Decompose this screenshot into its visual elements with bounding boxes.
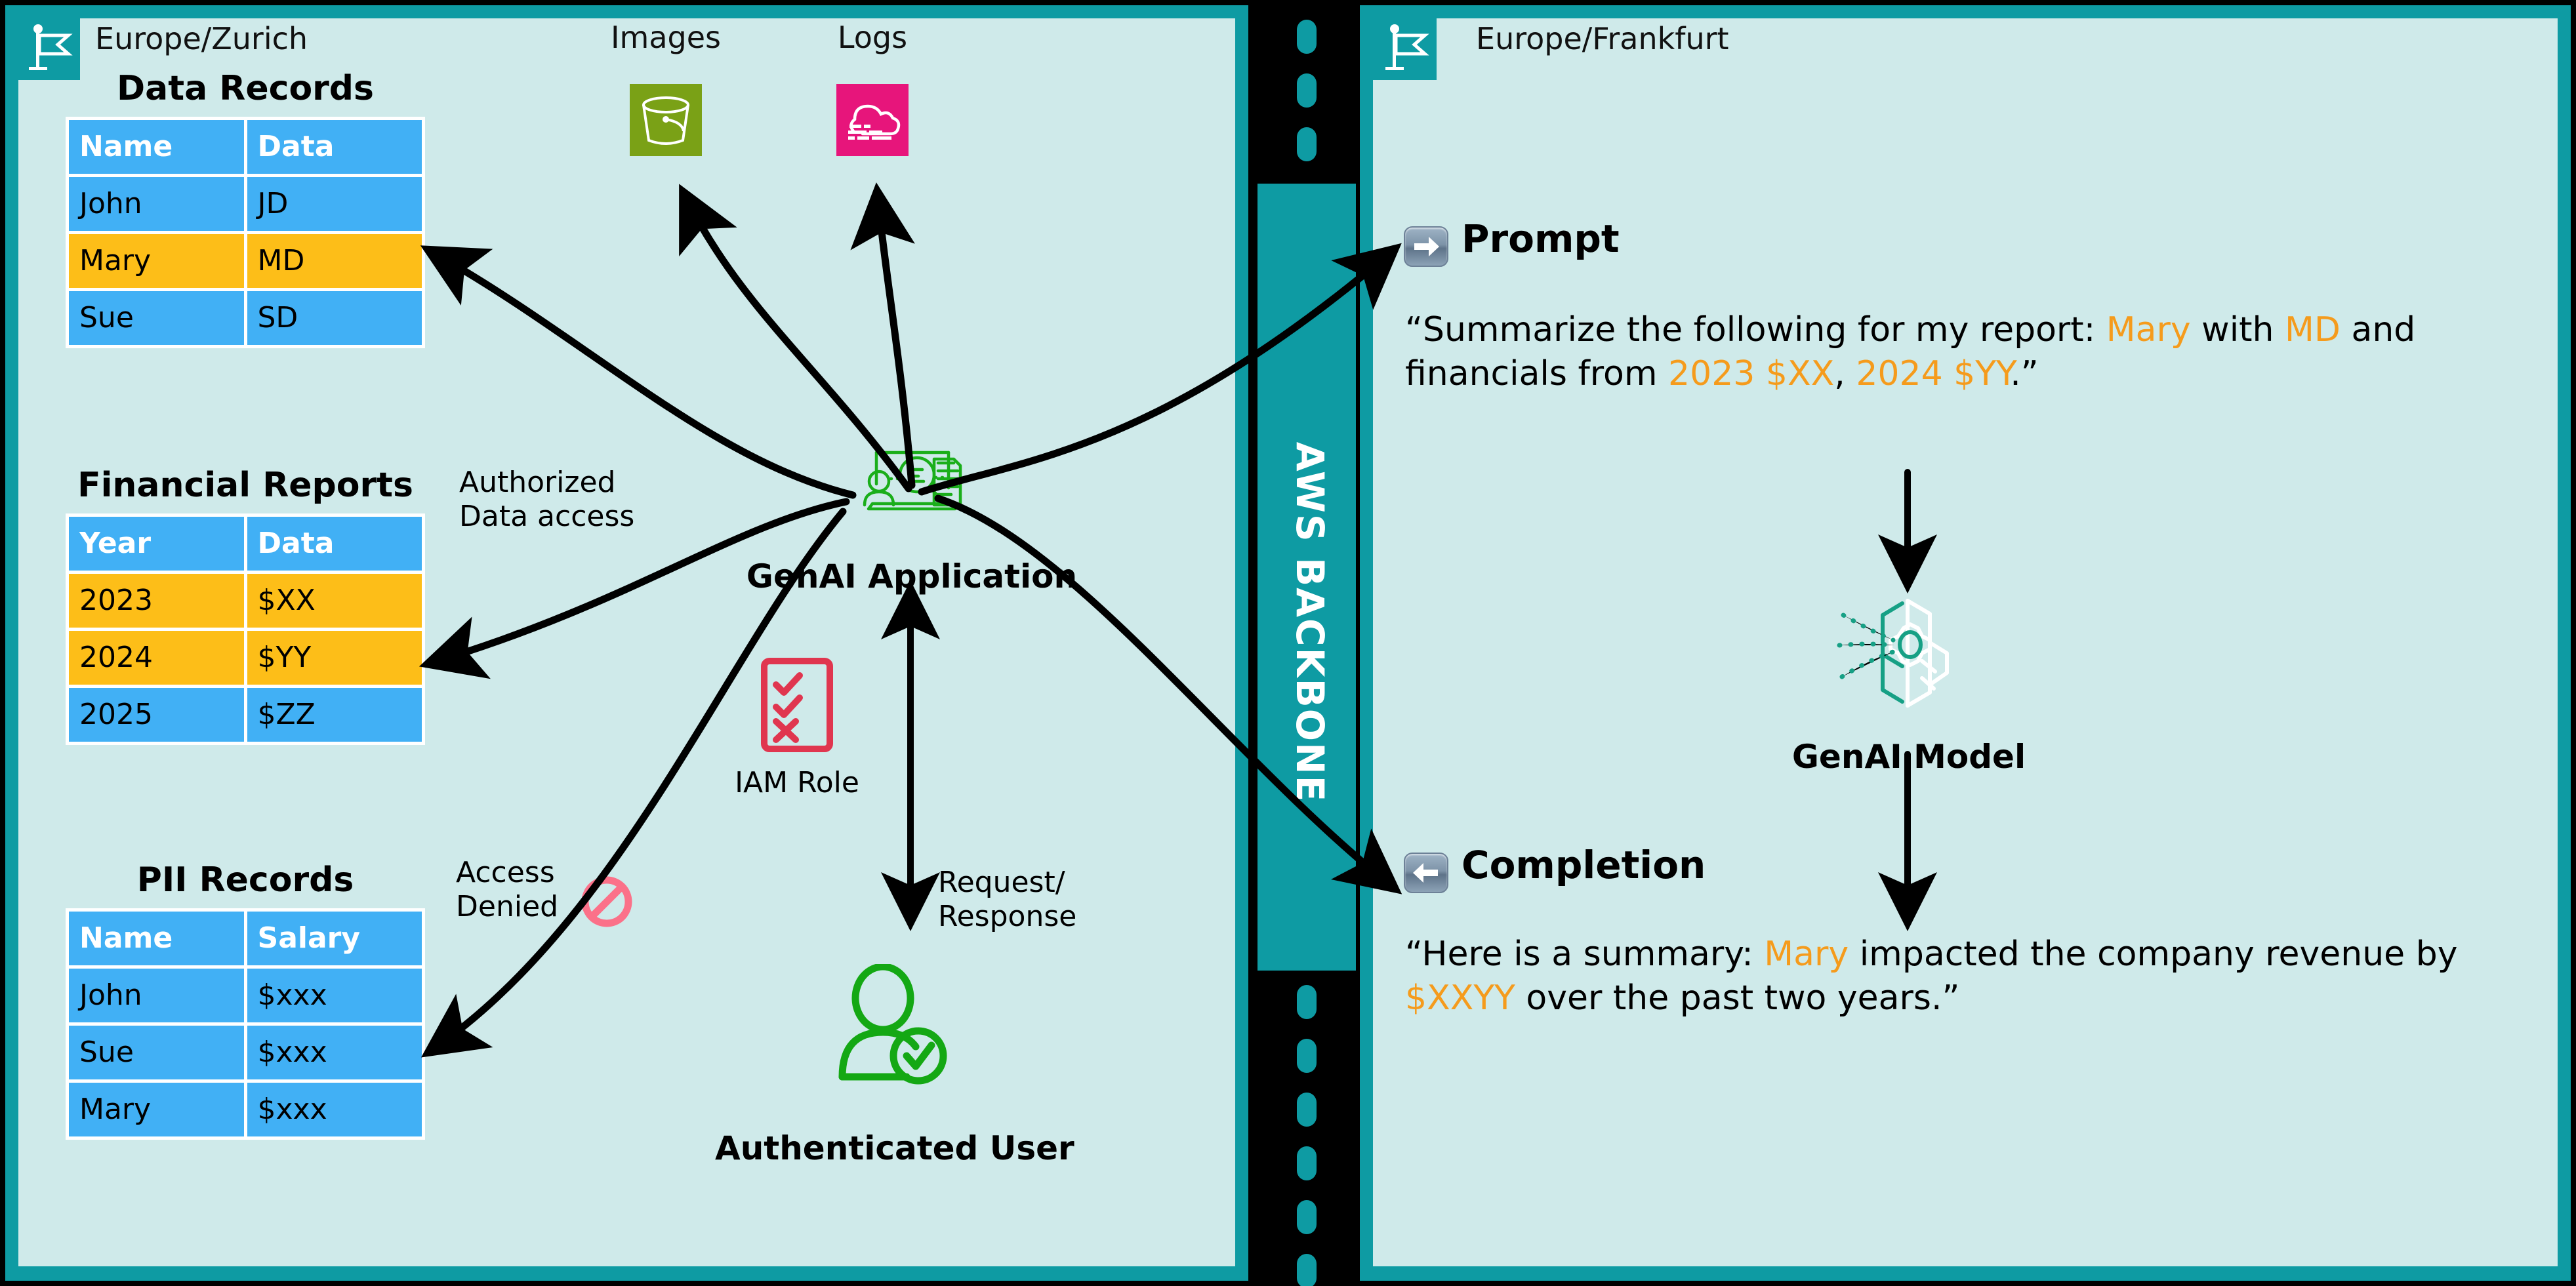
prompt-title: Prompt	[1462, 216, 1620, 261]
table-header-cell: Data	[247, 517, 422, 571]
service-label-iam-role: IAM Role	[735, 766, 859, 799]
s3-bucket-icon	[630, 84, 702, 156]
text-fragment: ,	[1834, 353, 1856, 393]
table-cell: Sue	[69, 291, 244, 345]
table-cell: $ZZ	[247, 688, 422, 742]
table-title-data-records: Data Records	[117, 69, 374, 108]
table-cell: 2025	[69, 688, 244, 742]
text-fragment: “Summarize the following for my report:	[1405, 310, 2106, 350]
table-header-cell: Year	[69, 517, 244, 571]
text-fragment: with	[2190, 310, 2285, 350]
table-header-cell: Name	[69, 912, 244, 965]
text-fragment: and financials from	[1405, 310, 2416, 393]
text-fragment: .”	[2010, 353, 2039, 393]
authenticated-user-icon	[833, 963, 948, 1088]
table-cell: $XX	[247, 574, 422, 628]
highlighted-token: Mary	[1764, 934, 1849, 974]
completion-title: Completion	[1462, 843, 1706, 887]
annotation-access-denied: Access Denied	[456, 856, 559, 923]
text-fragment: over the past two years.”	[1515, 978, 1960, 1018]
table-cell: $xxx	[247, 969, 422, 1022]
europe-frankfurt-panel	[1360, 5, 2571, 1281]
table-cell: 2024	[69, 631, 244, 685]
backbone-label: AWS BACKBONE	[1288, 441, 1332, 803]
highlighted-token: MD	[2285, 310, 2341, 350]
iam-role-checklist-icon	[758, 656, 836, 757]
table-cell: SD	[247, 291, 422, 345]
highlighted-token: $XXYY	[1405, 978, 1515, 1018]
prompt-text: “Summarize the following for my report: …	[1405, 308, 2481, 395]
table-header-cell: Name	[69, 120, 244, 174]
region-label-frankfurt: Europe/Frankfurt	[1476, 21, 1729, 56]
highlighted-token: 2024 $YY	[1856, 353, 2011, 393]
text-fragment: impacted the company revenue by	[1849, 934, 2458, 974]
table-cell: Mary	[69, 1083, 244, 1136]
table-cell: 2023	[69, 574, 244, 628]
table-cell: John	[69, 177, 244, 231]
highlighted-token: Mary	[2106, 310, 2191, 350]
no-entry-icon	[577, 872, 636, 934]
flag-icon	[14, 14, 80, 80]
region-label-zurich: Europe/Zurich	[95, 21, 308, 56]
table-title-pii-records: PII Records	[136, 860, 354, 900]
flag-icon	[1371, 14, 1437, 80]
text-fragment: “Here is a summary:	[1405, 934, 1765, 974]
table-cell: Mary	[69, 234, 244, 288]
backbone-top-segment	[1257, 0, 1356, 184]
service-label-authenticated-user: Authenticated User	[715, 1129, 1074, 1167]
table-cell: $YY	[247, 631, 422, 685]
cloudwatch-logs-cloud-icon	[836, 84, 909, 156]
service-label-images: Images	[610, 20, 722, 55]
completion-text: “Here is a summary: Mary impacted the co…	[1405, 933, 2481, 1020]
table-cell: $xxx	[247, 1026, 422, 1079]
service-label-logs: Logs	[837, 20, 908, 55]
backbone-bottom-segment	[1257, 971, 1356, 1286]
arrow-right-badge-icon	[1404, 226, 1448, 267]
table-cell: John	[69, 969, 244, 1022]
genai-application-icon	[853, 441, 971, 522]
annotation-request-response: Request/ Response	[938, 866, 1077, 933]
aws-backbone-strip: AWS BACKBONE	[1257, 0, 1356, 1286]
table-header-cell: Salary	[247, 912, 422, 965]
annotation-authorized-data-access: Authorized Data access	[459, 466, 635, 533]
table-cell: Sue	[69, 1026, 244, 1079]
highlighted-token: 2023 $XX	[1668, 353, 1835, 393]
table-header-cell: Data	[247, 120, 422, 174]
table-cell: JD	[247, 177, 422, 231]
table-cell: $xxx	[247, 1083, 422, 1136]
table-title-financial-reports: Financial Reports	[77, 466, 413, 505]
table-cell: MD	[247, 234, 422, 288]
arrow-left-badge-icon	[1404, 853, 1448, 893]
genai-model-brain-icon	[1830, 577, 1988, 731]
service-label-genai-model: GenAI Model	[1791, 738, 2026, 776]
service-label-genai-application: GenAI Application	[746, 557, 1078, 595]
